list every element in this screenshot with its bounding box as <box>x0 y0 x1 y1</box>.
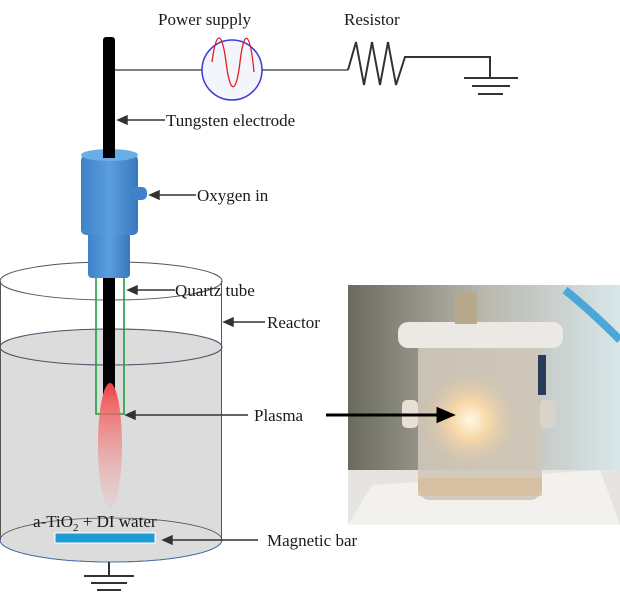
ground-icon <box>84 562 134 591</box>
solution-label: a-TiO2 + DI water <box>33 512 157 534</box>
magnetic-bar-label: Magnetic bar <box>267 531 357 550</box>
plasma-label: Plasma <box>254 406 304 425</box>
resistor-label: Resistor <box>344 10 400 29</box>
tungsten-electrode-label: Tungsten electrode <box>166 111 295 130</box>
power-supply-icon <box>201 37 263 101</box>
circuit: Power supply Resistor <box>115 10 518 101</box>
oxygen-in-label: Oxygen in <box>197 186 269 205</box>
annotation-arrows <box>116 114 265 546</box>
plasma-flame <box>98 383 122 507</box>
reactor-photo <box>348 285 620 525</box>
reactor-label: Reactor <box>267 313 320 332</box>
power-supply-label: Power supply <box>158 10 252 29</box>
ground-icon <box>464 77 518 95</box>
oxygen-inlet-cap <box>81 130 147 278</box>
plasma-photo-arrow <box>326 406 456 424</box>
magnetic-bar <box>54 532 156 544</box>
resistor-icon <box>347 41 491 86</box>
quartz-tube-label: Quartz tube <box>175 281 255 300</box>
tungsten-electrode-lower <box>103 270 115 395</box>
